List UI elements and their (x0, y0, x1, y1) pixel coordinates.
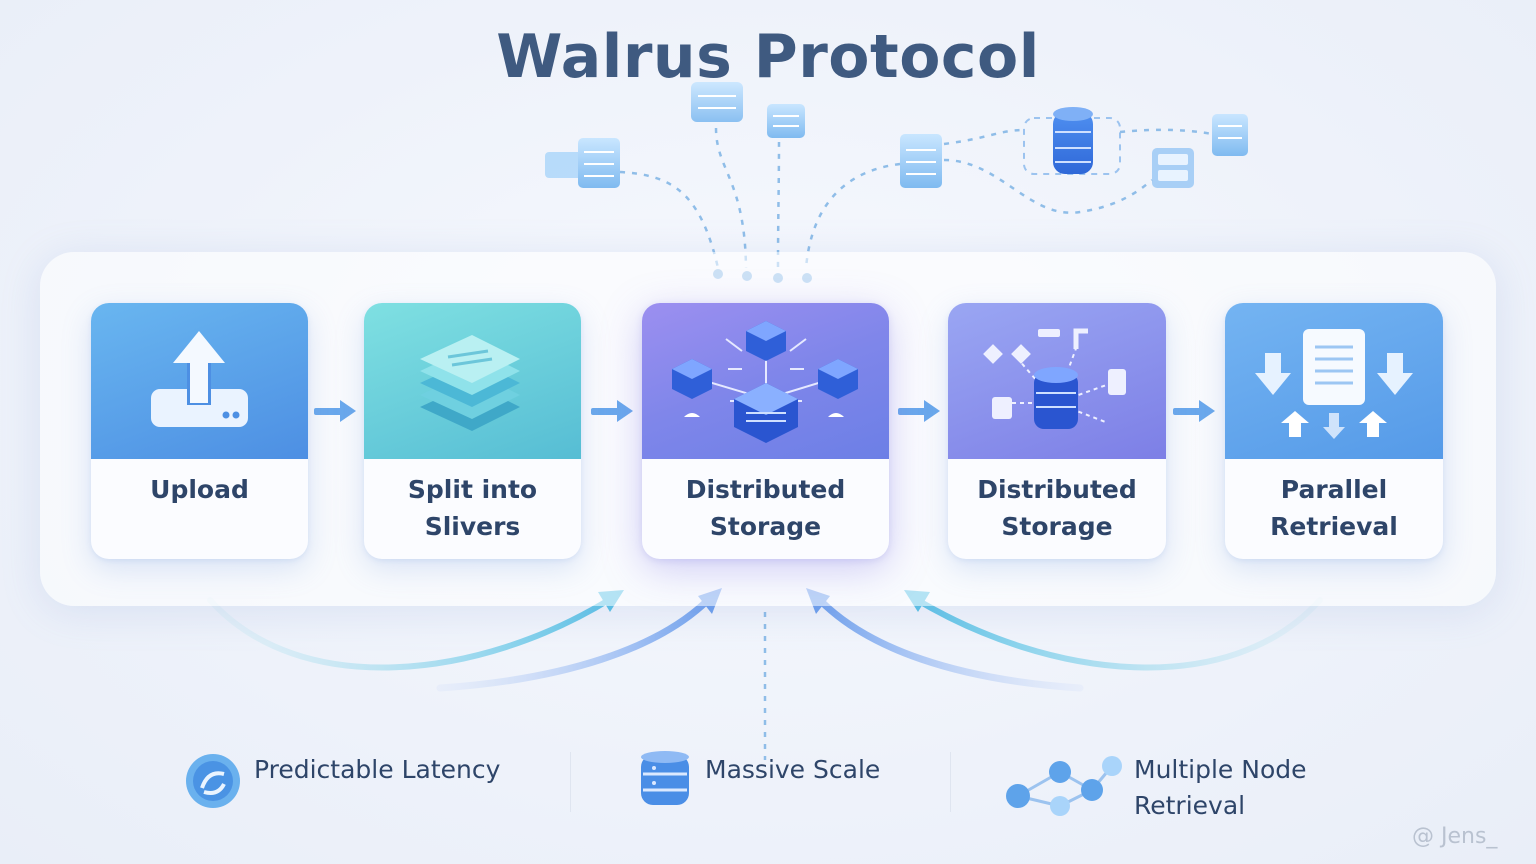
divider (950, 752, 951, 812)
flow-arrow-icon (591, 400, 633, 422)
step-label: Split into Slivers (364, 471, 581, 545)
upload-icon (151, 331, 248, 427)
slivers-stack-icon (420, 335, 520, 431)
convergence-arrows (207, 592, 1323, 692)
diagram-title: Walrus Protocol (496, 22, 1040, 92)
step-label: Parallel Retrieval (1270, 475, 1398, 541)
server-node-icon (900, 134, 942, 188)
node-graph-icon (1006, 756, 1122, 816)
flow-arrow-icon (898, 400, 940, 422)
database-icon (641, 751, 689, 805)
database-hub-icon (983, 328, 1126, 429)
step-label: Upload (150, 475, 249, 504)
step-card-split: Split into Slivers (364, 303, 581, 559)
server-node-icon (691, 82, 743, 122)
feature-multiple-node-retrieval: Multiple Node Retrieval (1134, 755, 1307, 820)
feature-massive-scale: Massive Scale (705, 755, 881, 784)
server-node-icon (1212, 114, 1248, 156)
watermark: @ Jens_ (1412, 824, 1498, 849)
step-label: Distributed Storage (977, 475, 1137, 541)
flow-arrow-icon (1173, 400, 1215, 422)
server-node-icon (545, 138, 620, 188)
step-label: Distributed Storage (685, 475, 846, 541)
feature-predictable-latency: Predictable Latency (254, 755, 501, 784)
flow-arrow-icon (314, 400, 356, 422)
server-node-icon (767, 104, 805, 138)
step-card-distributed-storage-hub: Distributed Storage (948, 303, 1166, 559)
database-node-icon (1023, 107, 1121, 175)
step-label-text: Split into Slivers (407, 475, 538, 541)
node-network-icon (672, 321, 858, 443)
step-card-distributed-storage: Distributed Storage (642, 303, 889, 559)
document-retrieval-icon (1255, 329, 1413, 439)
step-card-parallel-retrieval: Parallel Retrieval (1225, 303, 1443, 559)
latency-gauge-icon (186, 754, 240, 808)
divider (570, 752, 571, 812)
server-node-icon (1152, 148, 1194, 188)
step-card-upload: Upload (91, 303, 308, 559)
